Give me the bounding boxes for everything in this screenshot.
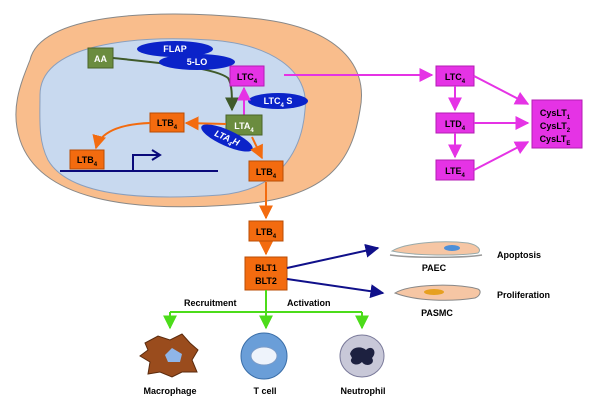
ltc4-to-cyslt-arrow <box>473 75 530 105</box>
macrophage-icon <box>139 333 199 378</box>
cyslt1-label: CysLT1 <box>540 108 571 121</box>
blt-to-paec-arrow <box>286 243 380 269</box>
ltb4-mid-text: LTB <box>256 167 273 177</box>
ltc4-outer-label: LTC4 <box>445 72 466 85</box>
ltd4-label: LTD4 <box>445 119 466 132</box>
ltb4-mid-label: LTB4 <box>256 167 277 180</box>
ltd4-text: LTD <box>445 119 462 129</box>
ltb4-gene-text: LTB <box>77 155 94 165</box>
ltb4-out-sub: 4 <box>273 234 277 240</box>
ltc4-outer-sub: 4 <box>462 79 466 85</box>
ltc4-inner-node <box>229 65 265 87</box>
lta4-sub: 4 <box>250 128 254 134</box>
tcell-label: T cell <box>253 386 276 396</box>
paec-label: PAEC <box>422 263 447 273</box>
ltb4-gene-label: LTB4 <box>77 155 98 168</box>
lte4-text: LTE <box>445 166 461 176</box>
ltc4s-suffix: S <box>284 96 293 106</box>
ltb4-node-gene <box>69 149 105 170</box>
lta4h-suffix: H <box>231 136 241 148</box>
5lo-label: 5-LO <box>187 57 208 67</box>
lta4-text: LTA <box>234 121 251 131</box>
promoter-arrow <box>132 154 158 171</box>
ltc4s-enzyme <box>248 93 308 109</box>
tcell-icon <box>240 332 288 380</box>
neutrophil-label: Neutrophil <box>341 386 386 396</box>
lta4h-sub: 4 <box>226 141 233 149</box>
flap-enzyme <box>137 41 213 57</box>
ltb4-mid-sub: 4 <box>273 174 277 180</box>
ltb4-node-top <box>149 112 185 133</box>
lte4-to-cyslt-arrow <box>473 141 530 171</box>
blt-effect-branches <box>163 290 369 330</box>
cysltE-label: CysLTE <box>540 134 571 147</box>
promoter-arrow-head <box>151 149 162 161</box>
ltd4-sub: 4 <box>462 126 466 132</box>
lte4-sub: 4 <box>462 173 466 179</box>
ltb4-out-text: LTB <box>256 227 273 237</box>
lta4h-enzyme: LTA4H <box>201 124 253 152</box>
blt2-label: BLT2 <box>255 276 277 286</box>
apoptosis-label: Apoptosis <box>497 250 541 260</box>
pasmc-label: PASMC <box>421 308 453 318</box>
ltb4-to-gene-arrow <box>92 122 151 150</box>
cyslt1-text: CysLT <box>540 108 567 118</box>
lta4-to-ltb4-mid-arrow <box>250 136 263 160</box>
blt-to-pasmc-arrow <box>286 278 385 299</box>
ltc4s-sub: 4 <box>280 103 284 109</box>
cysltE-text: CysLT <box>540 134 567 144</box>
ltb4-top-label: LTB4 <box>157 118 178 131</box>
recruitment-label: Recruitment <box>184 298 237 308</box>
ltb4-top-sub: 4 <box>174 125 178 131</box>
ltc4s-text: LTC <box>264 96 281 106</box>
neutrophil-icon <box>339 334 385 378</box>
ltb4-node-out <box>248 220 284 242</box>
blt-receptor-node <box>244 256 288 291</box>
cysltE-sub: E <box>566 141 570 147</box>
cyslt2-sub: 2 <box>567 128 571 134</box>
5lo-enzyme <box>159 54 235 70</box>
aa-label: AA <box>94 54 107 64</box>
ltc4-inner-label: LTC4 <box>237 72 258 85</box>
lte4-label: LTE4 <box>445 166 465 179</box>
ltc4-inner-sub: 4 <box>254 79 258 85</box>
paec-cell-icon <box>389 241 483 258</box>
ltb4-gene-sub: 4 <box>94 162 98 168</box>
ltc4s-label: LTC4 S <box>264 96 293 109</box>
ltb4-node-mid <box>248 160 284 182</box>
aa-to-lta4-arrow <box>112 57 239 112</box>
cyslt1-sub: 1 <box>567 115 571 121</box>
macrophage-label: Macrophage <box>143 386 196 396</box>
cyslt2-text: CysLT <box>540 121 567 131</box>
ltc4-outer-text: LTC <box>445 72 462 82</box>
proliferation-label: Proliferation <box>497 290 550 300</box>
flap-label: FLAP <box>163 44 187 54</box>
cyslt-receptor-node <box>531 99 583 149</box>
lta4-label: LTA4 <box>234 121 254 134</box>
pasmc-cell-icon <box>393 284 481 301</box>
ltb4-top-text: LTB <box>157 118 174 128</box>
lta4-node <box>225 114 263 136</box>
ltb4-out-label: LTB4 <box>256 227 277 240</box>
cyslt2-label: CysLT2 <box>540 121 571 134</box>
activation-label: Activation <box>287 298 331 308</box>
lta4-to-ltb4-top-arrow <box>184 116 227 131</box>
blt1-label: BLT1 <box>255 263 277 273</box>
ltc4-inner-text: LTC <box>237 72 254 82</box>
